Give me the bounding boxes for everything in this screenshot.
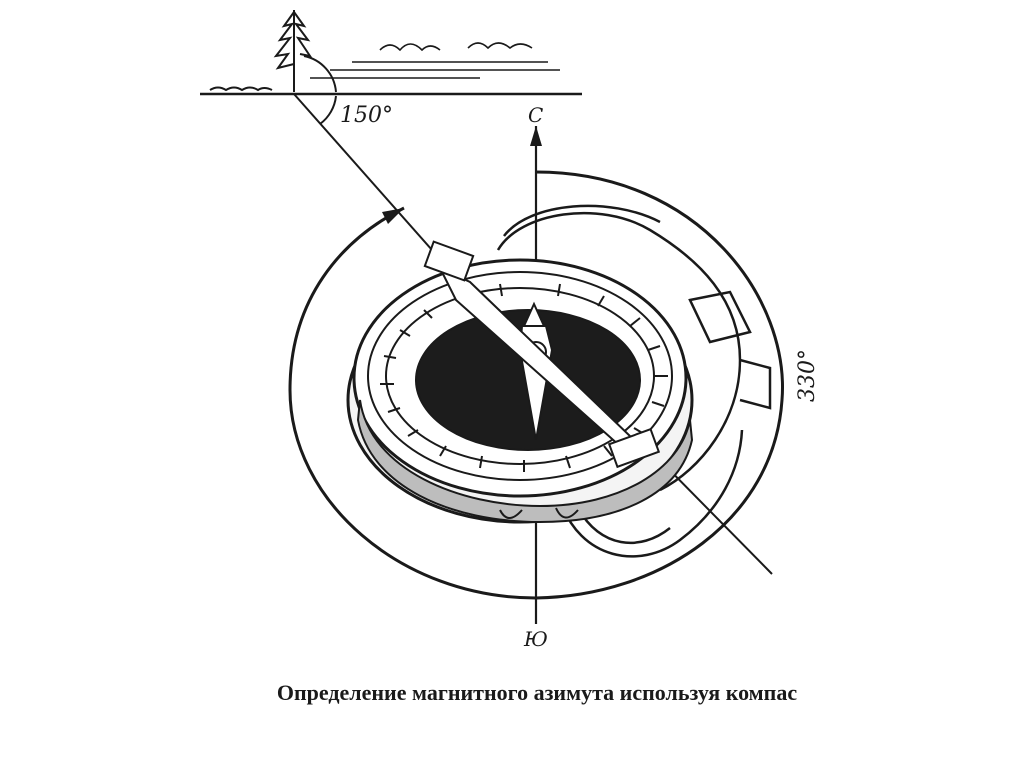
ground-grass xyxy=(210,88,272,91)
caption: Определение магнитного азимута используя… xyxy=(0,680,1024,706)
south-label: Ю xyxy=(523,627,548,651)
angle-label-330: 330° xyxy=(795,349,820,402)
angle-arc-150 xyxy=(320,96,336,124)
north-arrow-icon xyxy=(530,126,542,146)
angle-arc-horizon xyxy=(304,56,336,92)
compass-azimuth-illustration: 150° С Ю 330° xyxy=(0,0,1024,680)
angle-label-150: 150° xyxy=(340,103,393,128)
tree-icon xyxy=(276,10,310,92)
north-label: С xyxy=(528,103,543,127)
clouds xyxy=(310,43,560,78)
compass-body xyxy=(348,260,692,522)
